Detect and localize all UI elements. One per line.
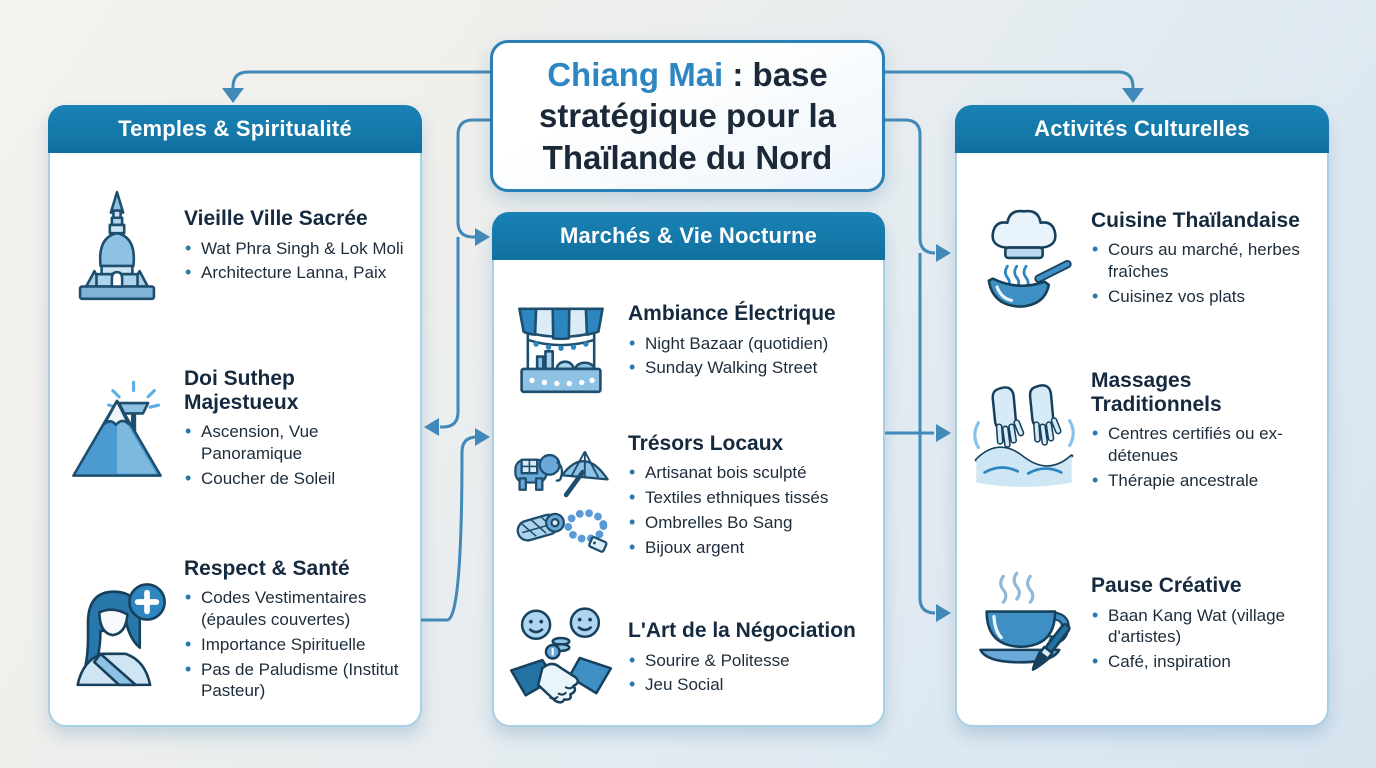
bullet: Pas de Paludisme (Institut Pasteur) xyxy=(184,658,410,703)
item-title: Respect & Santé xyxy=(184,556,350,580)
bullet-list: Baan Kang Wat (village d'artistes) Café,… xyxy=(1091,604,1317,673)
column-header-culture: Activités Culturelles xyxy=(955,105,1329,153)
bullet: Architecture Lanna, Paix xyxy=(184,261,410,284)
bullet-list: Artisanat bois sculpté Textiles ethnique… xyxy=(628,461,873,559)
mountain-temple-icon xyxy=(58,374,176,486)
arrow-middle-to-massages xyxy=(885,424,951,442)
column-header-marches: Marchés & Vie Nocturne xyxy=(492,212,885,260)
bullet: Jeu Social xyxy=(628,673,873,696)
bullet-list: Centres certifiés ou ex-détenues Thérapi… xyxy=(1091,422,1317,492)
title-highlight: Chiang Mai xyxy=(547,55,724,93)
item-tresors-locaux: Trésors Locaux Artisanat bois sculpté Te… xyxy=(502,414,877,579)
item-title: L'Art de la Négociation xyxy=(628,618,856,642)
title-rest: : base stratégique pour la Thaïlande du … xyxy=(538,55,837,176)
bullet: Night Bazaar (quotidien) xyxy=(628,332,873,355)
item-doi-suthep: Doi Suthep Majestueux Ascension, Vue Pan… xyxy=(58,350,414,510)
bullet: Textiles ethniques tissés xyxy=(628,486,873,509)
item-art-negociation: L'Art de la Négociation Sourire & Polite… xyxy=(502,600,877,718)
bullet-list: Sourire & Politesse Jeu Social xyxy=(628,649,873,697)
bullet: Coucher de Soleil xyxy=(184,467,410,490)
bullet-list: Codes Vestimentaires (épaules couvertes)… xyxy=(184,586,410,703)
massage-hands-icon xyxy=(965,375,1083,489)
item-title: Massages Traditionnels xyxy=(1091,369,1222,416)
column-header-temples: Temples & Spiritualité xyxy=(48,105,422,153)
item-respect-sante: Respect & Santé Codes Vestimentaires (ép… xyxy=(58,545,414,717)
item-cuisine-thailandaise: Cuisine Thaïlandaise Cours au marché, he… xyxy=(965,192,1321,327)
handshake-deal-icon xyxy=(502,604,620,714)
chef-wok-icon xyxy=(965,202,1083,318)
arrow-title-to-left-header xyxy=(222,70,490,103)
bullet: Artisanat bois sculpté xyxy=(628,461,873,484)
item-title: Trésors Locaux xyxy=(628,431,784,455)
bullet: Codes Vestimentaires (épaules couvertes) xyxy=(184,586,410,631)
column-card-temples: Temples & Spiritualité xyxy=(48,105,422,727)
item-title: Vieille Ville Sacrée xyxy=(184,206,368,230)
item-ambiance-electrique: Ambiance Électrique Night Bazaar (quotid… xyxy=(502,282,877,402)
bullet-list: Cours au marché, herbes fraîches Cuisine… xyxy=(1091,238,1317,308)
bullet: Sunday Walking Street xyxy=(628,356,873,379)
item-massages-traditionnels: Massages Traditionnels Centres certifiés… xyxy=(965,357,1321,507)
market-stall-icon xyxy=(502,286,620,398)
column-card-culture: Activités Culturelles xyxy=(955,105,1329,727)
bullet-list: Wat Phra Singh & Lok Moli Architecture L… xyxy=(184,237,410,285)
bullet: Ascension, Vue Panoramique xyxy=(184,420,410,465)
local-treasures-icon xyxy=(502,439,620,555)
bullet: Ombrelles Bo Sang xyxy=(628,511,873,534)
bullet-list: Night Bazaar (quotidien) Sunday Walking … xyxy=(628,332,873,380)
woman-health-icon xyxy=(58,573,176,689)
bullet: Cuisinez vos plats xyxy=(1091,285,1317,308)
bullet: Importance Spirituelle xyxy=(184,633,410,656)
temple-stupa-icon xyxy=(58,188,176,306)
arrow-middle-to-left-doi-suthep xyxy=(424,237,460,436)
coffee-paintbrush-icon xyxy=(965,568,1083,682)
item-title: Cuisine Thaïlandaise xyxy=(1091,208,1300,232)
bullet-list: Ascension, Vue Panoramique Coucher de So… xyxy=(184,420,410,490)
item-title: Ambiance Électrique xyxy=(628,301,836,325)
bullet: Café, inspiration xyxy=(1091,650,1317,673)
arrow-title-to-cuisine xyxy=(885,118,951,262)
column-card-marches: Marchés & Vie Nocturne xyxy=(492,212,885,727)
page-title: Chiang Mai : base stratégique pour la Th… xyxy=(507,54,868,179)
item-title: Doi Suthep Majestueux xyxy=(184,367,299,414)
item-pause-creative: Pause Créative Baan Kang Wat (village d'… xyxy=(965,555,1321,695)
bullet: Wat Phra Singh & Lok Moli xyxy=(184,237,410,260)
arrow-title-to-right-header xyxy=(885,70,1144,103)
bullet: Centres certifiés ou ex-détenues xyxy=(1091,422,1317,467)
arrow-left-to-middle-tresors xyxy=(421,428,490,622)
bullet: Sourire & Politesse xyxy=(628,649,873,672)
item-title: Pause Créative xyxy=(1091,574,1242,598)
bullet: Cours au marché, herbes fraîches xyxy=(1091,238,1317,283)
arrow-title-to-middle-header xyxy=(456,118,490,246)
arrow-title-to-pause-creative xyxy=(918,253,951,622)
bullet: Bijoux argent xyxy=(628,536,873,559)
item-vieille-ville-sacree: Vieille Ville Sacrée Wat Phra Singh & Lo… xyxy=(58,183,414,311)
bullet: Baan Kang Wat (village d'artistes) xyxy=(1091,604,1317,649)
title-box: Chiang Mai : base stratégique pour la Th… xyxy=(490,40,885,192)
bullet: Thérapie ancestrale xyxy=(1091,469,1317,492)
